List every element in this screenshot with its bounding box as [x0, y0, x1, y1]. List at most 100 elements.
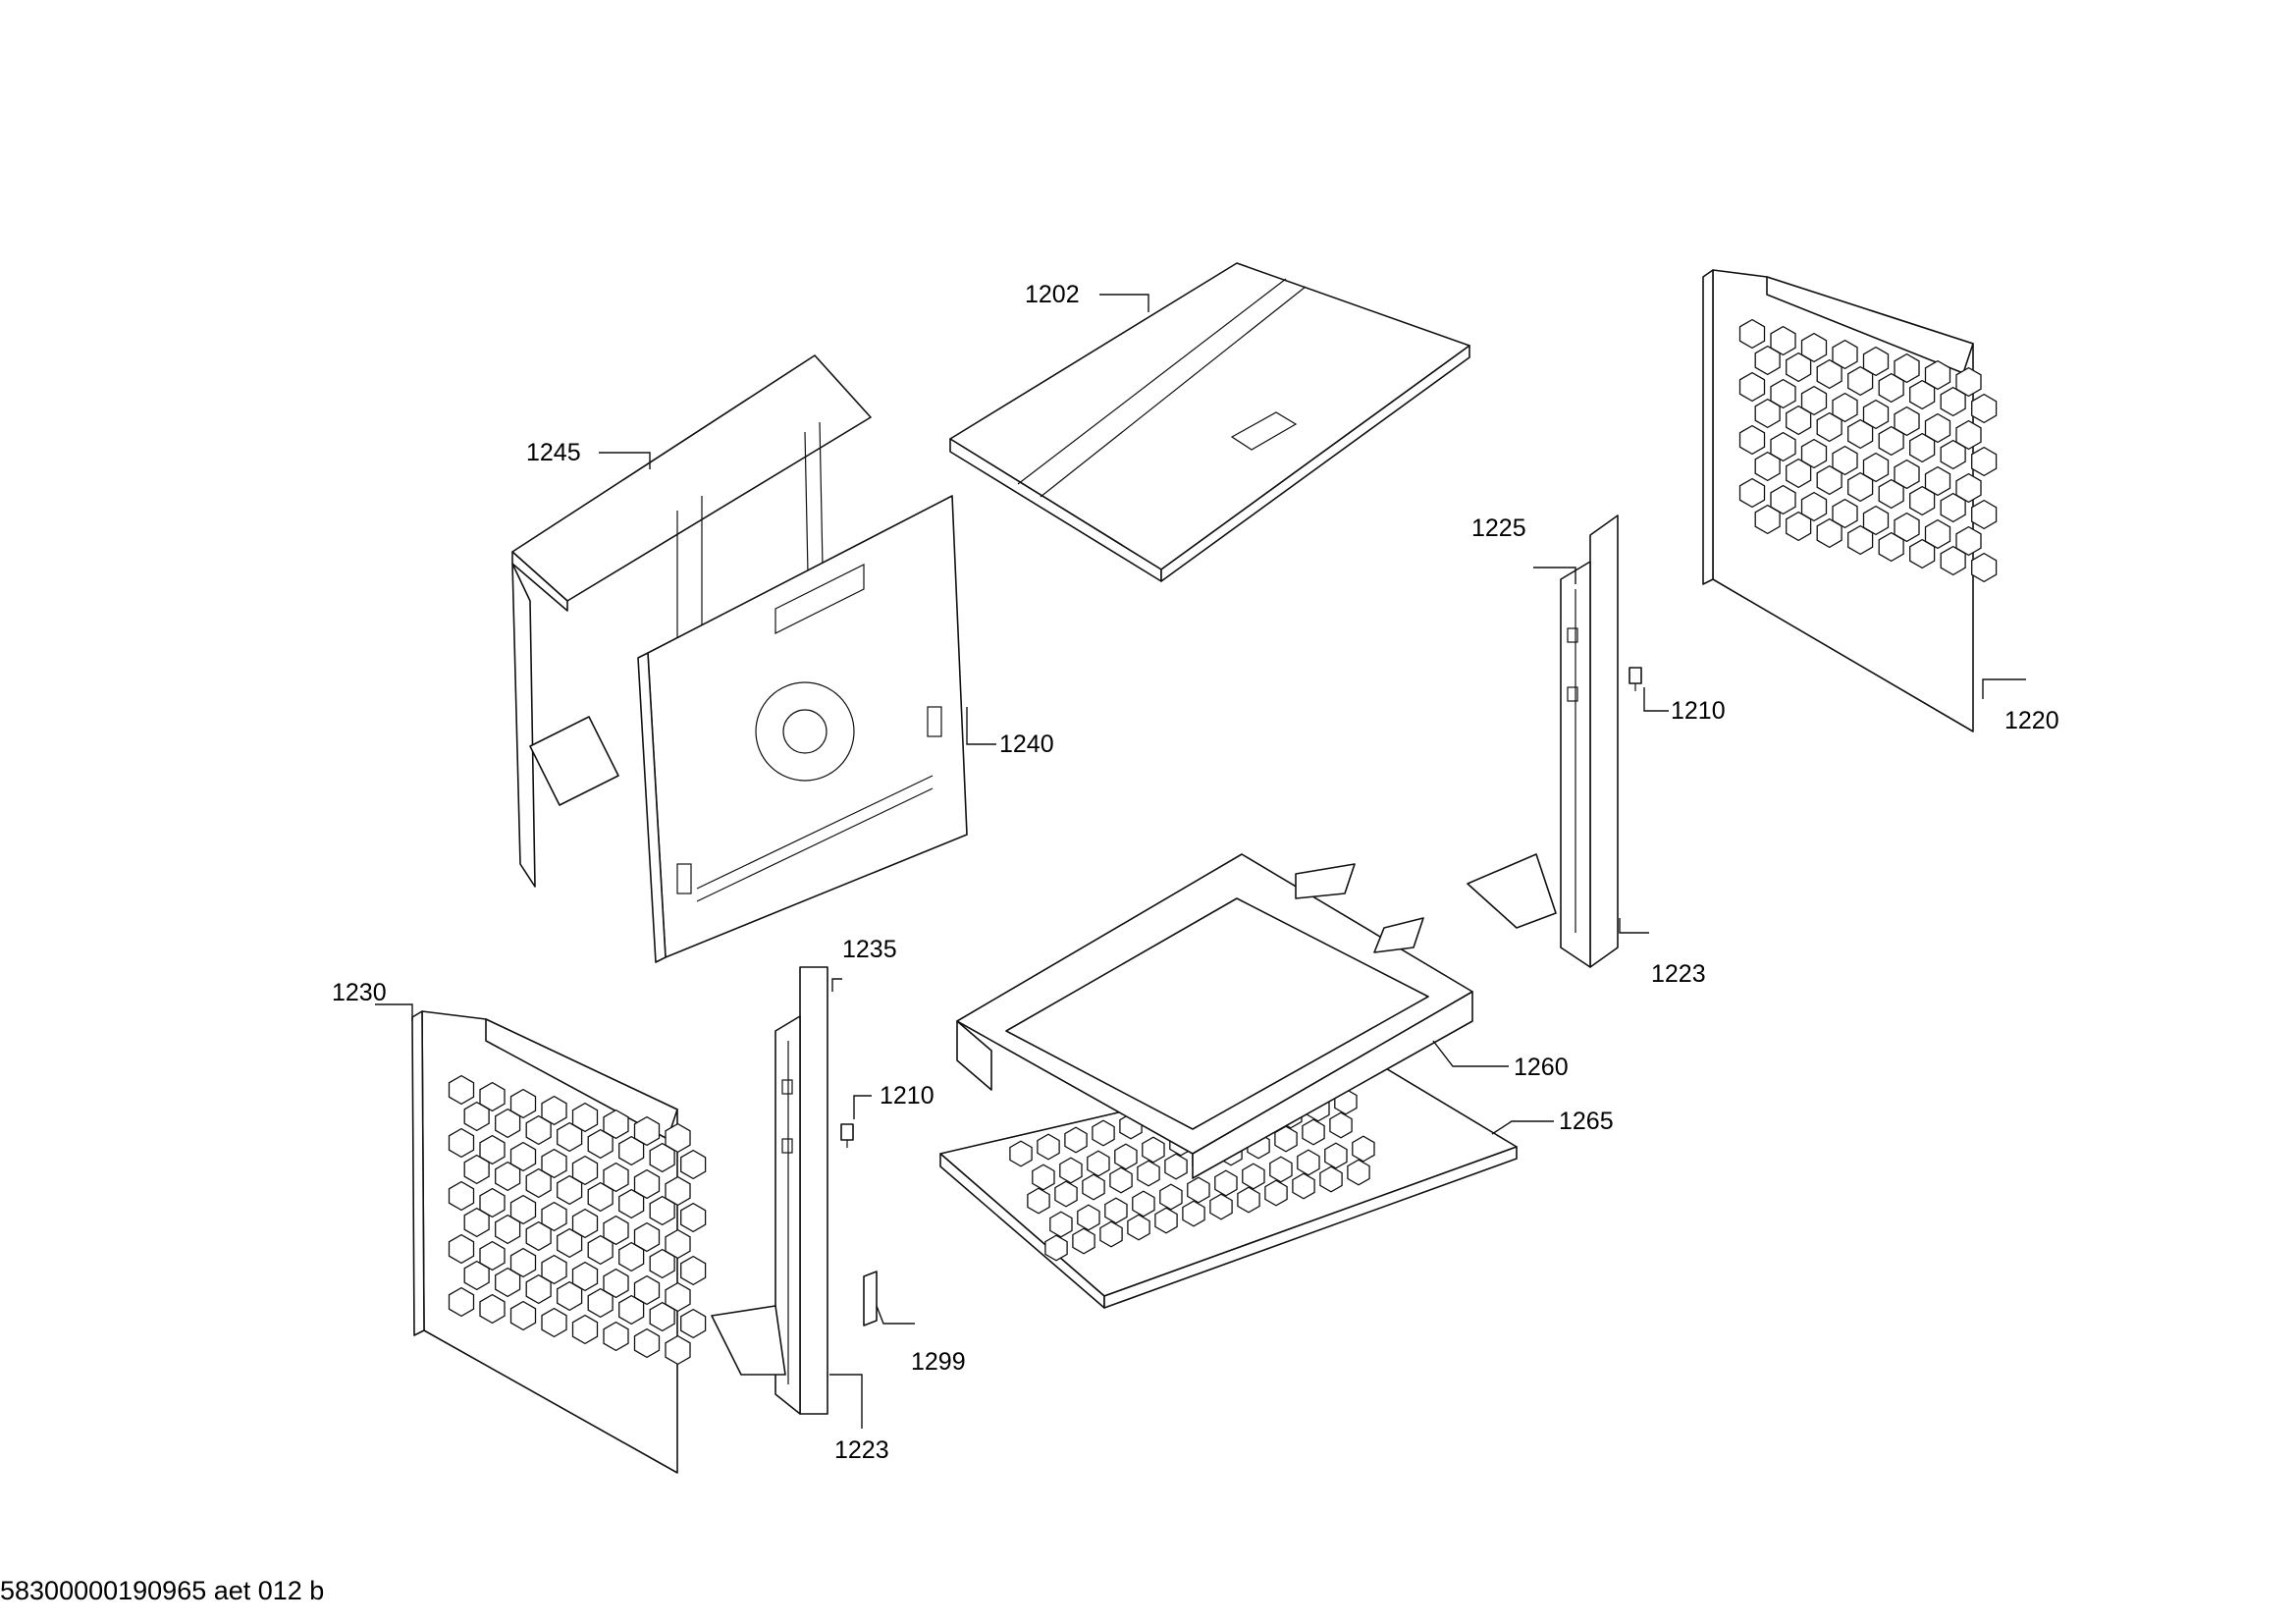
hex-cell — [1237, 1186, 1260, 1214]
hex-cell — [479, 1081, 506, 1112]
label-1202: 1202 — [1025, 281, 1080, 308]
hex-cell — [633, 1168, 661, 1200]
hex-cell — [1109, 1166, 1133, 1194]
hex-cell — [1770, 484, 1796, 515]
hex-cell — [680, 1202, 707, 1233]
hex-cell — [649, 1248, 675, 1279]
label-1230: 1230 — [332, 979, 387, 1006]
label-1245: 1245 — [526, 439, 581, 466]
hex-cell — [463, 1154, 490, 1185]
hex-cell — [525, 1114, 552, 1146]
hex-cell — [1955, 366, 1982, 398]
hex-cell — [557, 1174, 583, 1206]
hex-cell — [463, 1260, 490, 1291]
hex-cell — [1909, 538, 1936, 569]
hex-cell — [1940, 492, 1966, 523]
hex-cell — [1894, 352, 1920, 384]
hex-cell — [633, 1115, 661, 1147]
hex-cell — [525, 1167, 552, 1199]
hex-cell — [1971, 393, 1998, 424]
hex-cell — [448, 1286, 475, 1318]
hex-cell — [1738, 318, 1766, 350]
hex-cell — [495, 1267, 521, 1298]
hex-cell — [1292, 1172, 1315, 1200]
hex-cell — [633, 1221, 661, 1253]
hex-cell — [665, 1334, 691, 1366]
hex-cell — [649, 1195, 675, 1226]
part-1299-small-piece — [863, 1271, 878, 1326]
hex-cell — [1352, 1135, 1375, 1163]
label-1299: 1299 — [911, 1348, 966, 1376]
part-1240-rear-panel — [637, 495, 968, 963]
hex-cell — [1924, 465, 1951, 497]
hex-cell — [587, 1287, 614, 1319]
hex-pattern-left — [448, 1074, 707, 1366]
hex-cell — [1816, 464, 1842, 496]
hex-cell — [1832, 498, 1858, 529]
hex-cell — [1909, 485, 1936, 516]
hex-cell — [1924, 412, 1951, 444]
label-1265: 1265 — [1559, 1108, 1614, 1135]
hex-cell — [1940, 439, 1966, 470]
hex-cell — [1092, 1119, 1115, 1147]
hex-cell — [1832, 392, 1858, 423]
hex-cell — [1329, 1111, 1353, 1139]
label-1223-left: 1223 — [834, 1436, 889, 1464]
hex-cell — [571, 1208, 599, 1239]
hex-cell — [587, 1181, 614, 1213]
hex-cell — [1164, 1153, 1188, 1180]
hex-cell — [1242, 1163, 1265, 1190]
hex-cell — [1072, 1227, 1095, 1255]
hex-cell — [680, 1255, 707, 1286]
label-1210-right: 1210 — [1671, 697, 1726, 725]
hex-cell — [1786, 511, 1812, 542]
hex-cell — [1009, 1140, 1033, 1167]
label-1220: 1220 — [2004, 707, 2059, 734]
hex-cell — [1027, 1187, 1050, 1215]
hex-cell — [1878, 531, 1904, 563]
hex-cell — [1862, 505, 1890, 536]
hex-cell — [1738, 477, 1766, 509]
hex-cell — [495, 1161, 521, 1192]
hex-cell — [1754, 398, 1781, 429]
hex-cell — [541, 1201, 567, 1232]
drawing-number: 58300000190965 aet 012 b — [0, 1576, 324, 1605]
hex-cell — [1786, 352, 1812, 383]
hex-cell — [463, 1101, 490, 1132]
hex-cell — [1816, 358, 1842, 390]
hex-cell — [665, 1175, 691, 1207]
hex-cell — [1971, 552, 1998, 583]
part-1225-right-rail — [1467, 514, 1619, 968]
hex-cell — [1082, 1173, 1105, 1201]
hex-cell — [448, 1180, 475, 1212]
hex-cell — [1971, 499, 1998, 530]
hex-cell — [1862, 452, 1890, 483]
hex-cell — [1971, 446, 1998, 477]
hex-cell — [463, 1207, 490, 1238]
hex-cell — [1319, 1165, 1343, 1193]
part-1220-right-side-panel — [1702, 269, 1998, 732]
hex-cell — [1816, 411, 1842, 443]
hex-cell — [1832, 445, 1858, 476]
hex-cell — [1862, 399, 1890, 430]
hex-cell — [509, 1141, 537, 1172]
hex-cell — [1077, 1204, 1100, 1231]
hex-cell — [571, 1102, 599, 1133]
hex-cell — [479, 1293, 506, 1325]
hex-cell — [1754, 345, 1781, 376]
hex-cell — [448, 1127, 475, 1159]
hex-cell — [557, 1280, 583, 1312]
hex-cell — [680, 1308, 707, 1339]
hex-cell — [1832, 339, 1858, 370]
hex-cell — [448, 1233, 475, 1265]
hex-cell — [1264, 1179, 1288, 1207]
hex-cell — [1182, 1200, 1205, 1227]
hex-cell — [1816, 517, 1842, 549]
hex-cell — [525, 1220, 552, 1252]
hex-cell — [618, 1294, 645, 1326]
label-1235: 1235 — [842, 936, 897, 963]
hex-cell — [1302, 1118, 1325, 1146]
hex-cell — [1800, 491, 1828, 522]
hex-cell — [649, 1142, 675, 1173]
